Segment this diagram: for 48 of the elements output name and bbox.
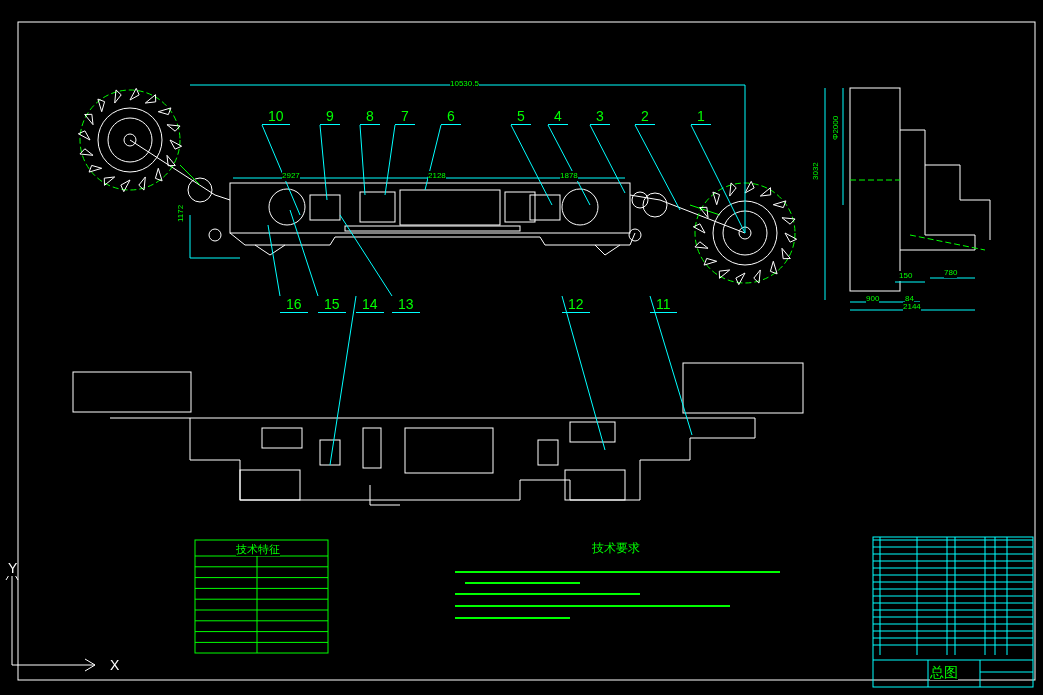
callout-number: 4 bbox=[548, 108, 568, 125]
dimension-value: 3032 bbox=[811, 162, 821, 180]
leader-line bbox=[547, 124, 591, 206]
table-heading: 技术特征 bbox=[236, 543, 280, 556]
callout-number: 6 bbox=[441, 108, 461, 125]
callout-number: 14 bbox=[356, 296, 384, 313]
callout-number: 2 bbox=[635, 108, 655, 125]
leader-line bbox=[319, 124, 328, 201]
dimension-value: 1172 bbox=[176, 204, 186, 222]
leader-line bbox=[424, 124, 442, 191]
dimension-value: 1878 bbox=[560, 171, 578, 181]
leader-line bbox=[261, 124, 301, 216]
callout-number: 11 bbox=[650, 296, 677, 313]
dimension-value: 2128 bbox=[428, 171, 446, 181]
leader-line bbox=[384, 124, 396, 196]
dimension-value: Φ2000 bbox=[831, 115, 841, 140]
leader-line bbox=[634, 124, 681, 211]
section-heading: 技术要求 bbox=[592, 541, 640, 555]
callout-number: 12 bbox=[562, 296, 590, 313]
callout-number: 5 bbox=[511, 108, 531, 125]
leader-line bbox=[561, 295, 606, 451]
callout-number: 3 bbox=[590, 108, 610, 125]
leader-line bbox=[690, 124, 746, 234]
leader-line bbox=[510, 124, 553, 206]
callout-number: 15 bbox=[318, 296, 346, 313]
callout-number: 1 bbox=[691, 108, 711, 125]
dimension-value: 2144 bbox=[903, 302, 921, 312]
leader-line bbox=[649, 295, 693, 436]
leader-line bbox=[339, 214, 393, 297]
leader-line bbox=[329, 295, 357, 466]
callout-number: 16 bbox=[280, 296, 308, 313]
dimension-value: 780 bbox=[944, 268, 958, 278]
leader-line bbox=[359, 124, 366, 196]
axis-label: Y bbox=[8, 560, 18, 576]
drawing-title: 总图 bbox=[930, 664, 958, 680]
leader-line bbox=[267, 224, 281, 297]
callout-number: 9 bbox=[320, 108, 340, 125]
callout-number: 7 bbox=[395, 108, 415, 125]
dimension-value: 150 bbox=[899, 271, 913, 281]
dimension-value: 10530.5 bbox=[450, 79, 479, 89]
axis-label: X bbox=[110, 657, 120, 673]
leader-line bbox=[589, 124, 626, 194]
callout-number: 13 bbox=[392, 296, 420, 313]
callout-number: 10 bbox=[262, 108, 290, 125]
dimension-value: 2927 bbox=[282, 171, 300, 181]
callout-number: 8 bbox=[360, 108, 380, 125]
dimension-value: 900 bbox=[866, 294, 880, 304]
leader-line bbox=[289, 209, 319, 297]
